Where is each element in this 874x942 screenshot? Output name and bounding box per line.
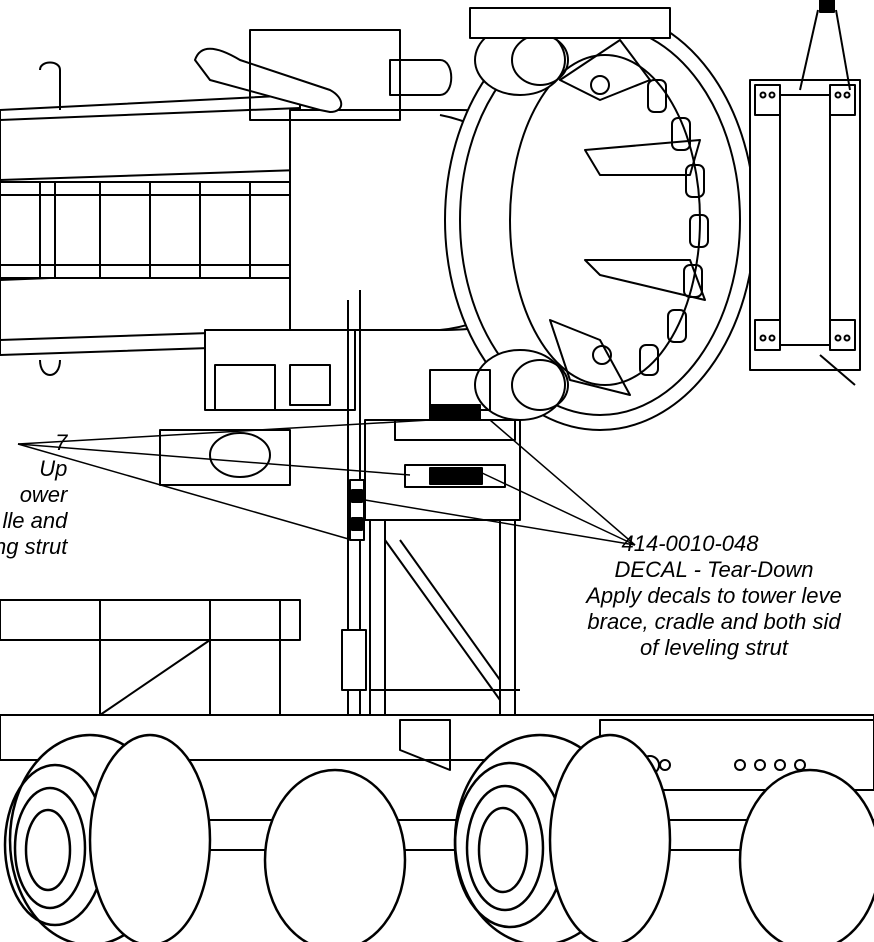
leveling-strut — [341, 290, 521, 720]
callout-leaders — [17, 419, 636, 546]
right-bracket — [749, 0, 861, 386]
callout-left-part-number: 7 — [55, 430, 68, 455]
callout-left-line-2: ower — [19, 482, 68, 507]
slewing-ring — [444, 9, 756, 431]
callout-left-line-3: lle and — [2, 508, 68, 533]
callout-right-line-2: brace, cradle and both sid — [587, 609, 841, 634]
callout-left-line-4: ng strut — [0, 534, 68, 559]
hydraulic-lines — [194, 7, 671, 421]
callout-right-line-3: of leveling strut — [640, 635, 788, 660]
callout-right-title: DECAL - Tear-Down — [614, 557, 814, 582]
callout-teardown-setup: 7 Up ower lle and ng strut — [0, 430, 67, 560]
lower-machinery — [159, 329, 491, 486]
callout-left-line-1: Up — [39, 456, 68, 481]
wheels — [3, 733, 874, 942]
callout-right-part-number: 414-0010-048 — [621, 531, 759, 556]
callout-right-line-1: Apply decals to tower leve — [586, 583, 842, 608]
callout-teardown-decal: 414-0010-048 DECAL - Tear-Down Apply dec… — [534, 531, 874, 661]
